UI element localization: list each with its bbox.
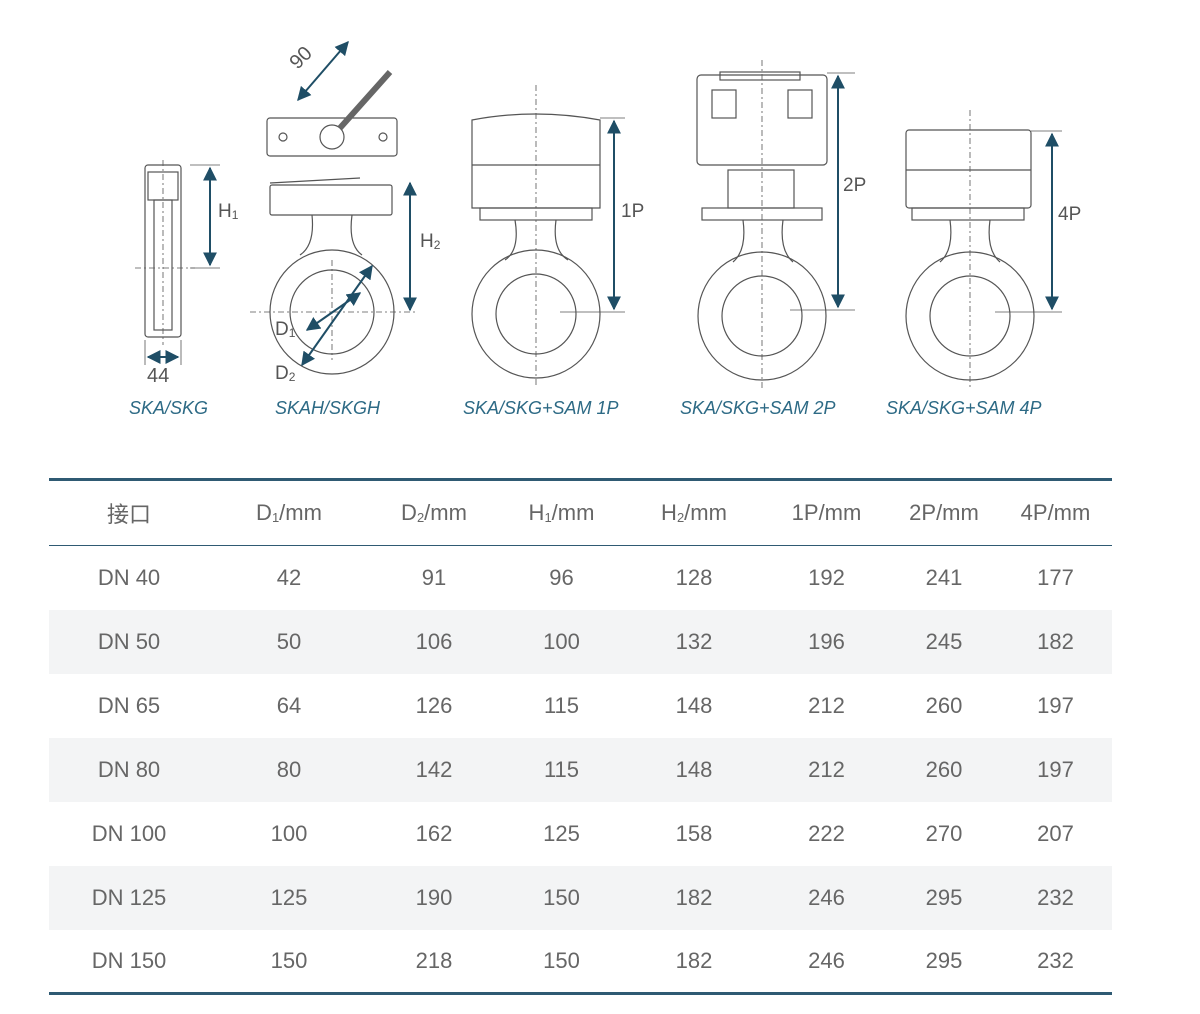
caption-sam-2p: SKA/SKG+SAM 2P bbox=[680, 398, 836, 418]
table-cell: 158 bbox=[675, 820, 713, 846]
table-cell: 196 bbox=[764, 609, 889, 674]
table-cell: 132 bbox=[624, 609, 764, 674]
table-cell: 197 bbox=[1037, 692, 1074, 718]
column-header: D2/mm bbox=[369, 478, 499, 546]
caption-ska-skg: SKA/SKG bbox=[129, 398, 209, 418]
drawing-sam-4p bbox=[905, 110, 1062, 388]
caption-skah-skgh: SKAH/SKGH bbox=[275, 398, 381, 418]
d1-label: D1 bbox=[275, 319, 296, 340]
table-cell: 295 bbox=[889, 865, 999, 930]
table-cell: 182 bbox=[999, 609, 1112, 674]
table-row: DN 100 100 162 125 158 222 270 207 bbox=[49, 802, 1112, 866]
column-header: H2/mm bbox=[624, 478, 764, 546]
4p-label: 4P bbox=[1058, 204, 1082, 225]
table-cell: DN 40 bbox=[97, 564, 161, 590]
table-cell: 295 bbox=[889, 929, 999, 995]
table-cell: 232 bbox=[999, 865, 1112, 930]
technical-drawings bbox=[135, 40, 1062, 388]
table-cell: 91 bbox=[421, 564, 447, 590]
table-cell: 260 bbox=[889, 737, 999, 802]
drawing-ska-skg bbox=[135, 160, 220, 365]
caption-sam-4p: SKA/SKG+SAM 4P bbox=[886, 398, 1042, 418]
1p-label: 1P bbox=[621, 201, 645, 222]
table-cell: 212 bbox=[808, 692, 845, 718]
table-cell: 100 bbox=[499, 609, 624, 674]
2p-label: 2P bbox=[843, 175, 867, 196]
table-cell: 162 bbox=[415, 820, 453, 846]
table-cell: 192 bbox=[808, 564, 845, 590]
table-cell: 212 bbox=[764, 737, 889, 802]
table-cell: DN 80 bbox=[49, 737, 209, 802]
d2-dimension-arrow bbox=[301, 264, 373, 367]
table-cell: 246 bbox=[764, 865, 889, 930]
table-cell: DN 150 bbox=[49, 929, 209, 995]
column-header: 1P/mm bbox=[764, 478, 889, 546]
table-cell: 126 bbox=[415, 692, 453, 718]
table-cell: 50 bbox=[209, 609, 369, 674]
table-cell: 42 bbox=[276, 564, 302, 590]
drawing-sam-1p bbox=[471, 85, 625, 385]
angle-dimension-arrow bbox=[297, 40, 349, 102]
column-header: D1/mm bbox=[209, 478, 369, 546]
table-cell: 125 bbox=[543, 820, 580, 846]
table-cell: 177 bbox=[1037, 564, 1074, 590]
table-cell: 148 bbox=[624, 737, 764, 802]
table-cell: 100 bbox=[270, 820, 308, 846]
table-cell: 182 bbox=[624, 865, 764, 930]
width-label: 44 bbox=[147, 365, 170, 387]
table-cell: 241 bbox=[925, 564, 963, 590]
table-cell: 197 bbox=[999, 737, 1112, 802]
table-cell: 245 bbox=[889, 609, 999, 674]
table-cell: 148 bbox=[675, 692, 713, 718]
table-cell: 182 bbox=[624, 929, 764, 995]
table-cell: 150 bbox=[499, 929, 624, 995]
column-header: 接口 bbox=[49, 478, 209, 546]
h2-label: H2 bbox=[420, 231, 441, 252]
column-header: H1/mm bbox=[499, 478, 624, 546]
table-cell: 96 bbox=[549, 564, 574, 590]
table-cell: 106 bbox=[369, 609, 499, 674]
table-cell: 246 bbox=[764, 929, 889, 995]
table-cell: 232 bbox=[999, 929, 1112, 995]
table-cell: 115 bbox=[543, 692, 580, 718]
table-cell: 222 bbox=[808, 820, 845, 846]
table-cell: 64 bbox=[276, 692, 302, 718]
table-cell: 190 bbox=[369, 865, 499, 930]
h1-label: H1 bbox=[218, 201, 239, 222]
table-cell: 115 bbox=[499, 737, 624, 802]
table-cell: 125 bbox=[209, 865, 369, 930]
table-cell: 150 bbox=[499, 865, 624, 930]
table-cell: 150 bbox=[209, 929, 369, 995]
table-cell: DN 100 bbox=[91, 820, 167, 846]
column-header: 2P/mm bbox=[889, 478, 999, 546]
table-cell: DN 125 bbox=[49, 865, 209, 930]
drawing-sam-2p bbox=[696, 60, 855, 388]
table-cell: 270 bbox=[925, 820, 963, 846]
table-row: DN 40 42 91 96 128 192 241 177 bbox=[49, 546, 1112, 610]
column-header: 4P/mm bbox=[999, 478, 1112, 546]
table-cell: 80 bbox=[209, 737, 369, 802]
table-cell: DN 50 bbox=[49, 609, 209, 674]
table-row: DN 65 64 126 115 148 212 260 197 bbox=[49, 674, 1112, 738]
table-cell: 142 bbox=[369, 737, 499, 802]
table-cell: 218 bbox=[369, 929, 499, 995]
table-cell: 128 bbox=[675, 564, 713, 590]
table-cell: DN 65 bbox=[97, 692, 161, 718]
caption-sam-1p: SKA/SKG+SAM 1P bbox=[463, 398, 619, 418]
d1-dimension-arrow bbox=[305, 292, 362, 331]
d2-label: D2 bbox=[275, 363, 296, 384]
table-cell: 207 bbox=[1037, 820, 1074, 846]
table-cell: 260 bbox=[925, 692, 963, 718]
